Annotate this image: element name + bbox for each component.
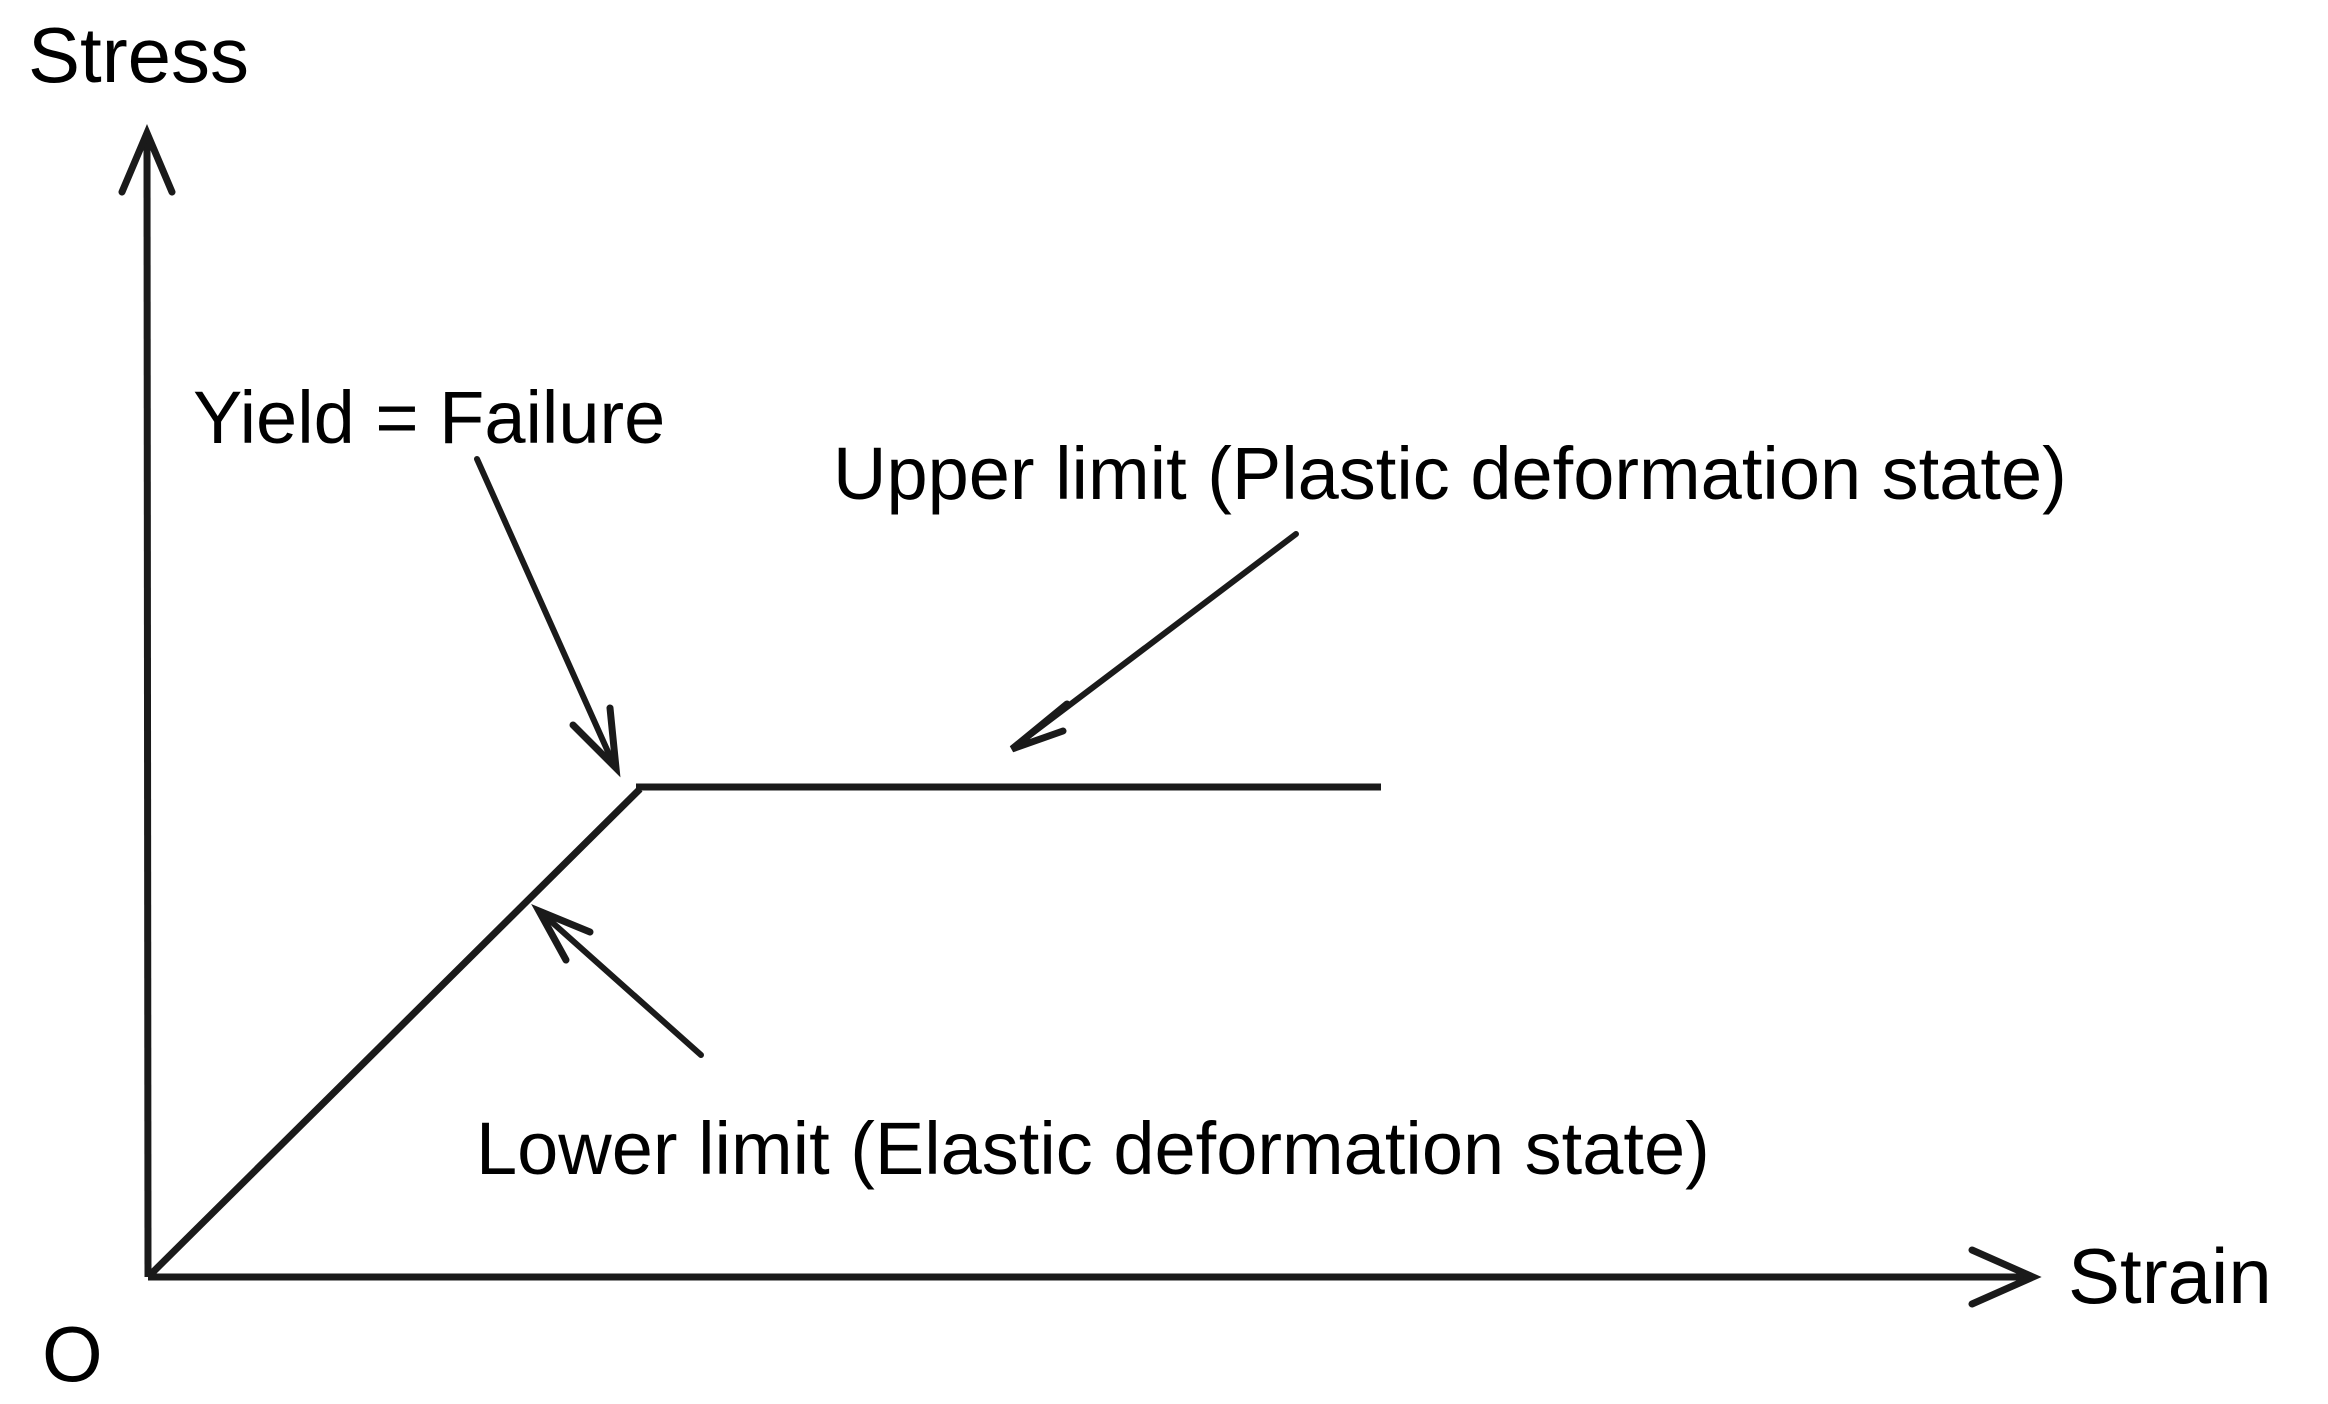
y-axis-line <box>143 139 152 1278</box>
elastic-segment-line <box>145 786 643 1280</box>
origin-label: O <box>42 1310 103 1398</box>
stress-strain-curve <box>145 783 1381 1280</box>
y-axis <box>118 124 176 1278</box>
yield-leader-line <box>474 456 616 766</box>
x-axis <box>148 1246 2042 1308</box>
y-axis-label: Stress <box>28 11 249 99</box>
upper-limit-annotation-arrow <box>1009 531 1299 753</box>
y-axis-arrowhead <box>118 124 176 196</box>
lower-limit-annotation-label: Lower limit (Elastic deformation state) <box>476 1107 1710 1190</box>
lower-limit-annotation-arrow <box>531 903 704 1058</box>
x-axis-label: Strain <box>2068 1232 2272 1320</box>
yield-annotation-label: Yield = Failure <box>193 376 665 459</box>
lower-limit-leader-line <box>542 913 704 1058</box>
x-axis-arrowhead <box>1968 1246 2042 1308</box>
yield-annotation-arrow <box>474 456 621 778</box>
upper-limit-annotation-label: Upper limit (Plastic deformation state) <box>833 432 2067 515</box>
yield-arrowhead <box>569 704 621 778</box>
upper-limit-arrowhead <box>1009 700 1071 753</box>
lower-limit-arrowhead <box>531 903 594 964</box>
